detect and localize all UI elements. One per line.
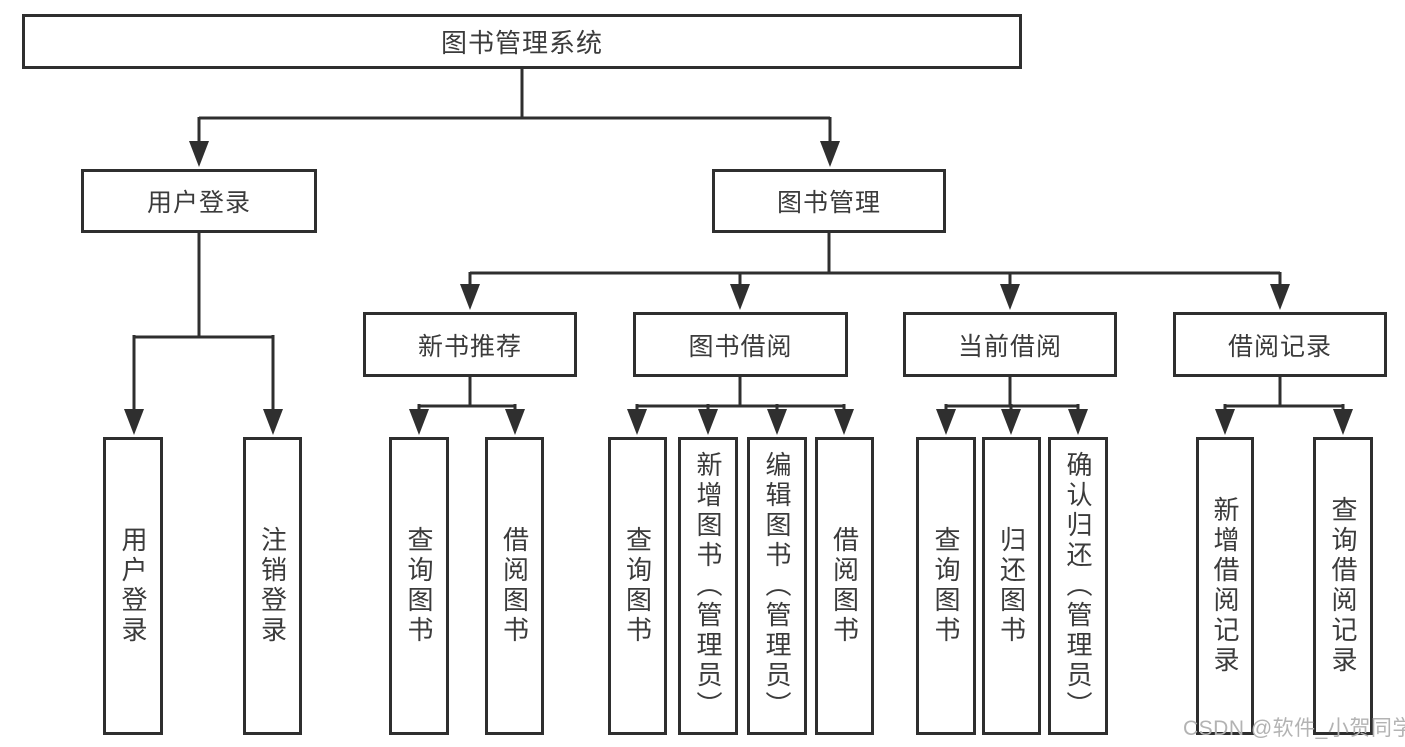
leaf-user-login: 用户登录 (103, 437, 163, 735)
leaf-user-login-label: 用户登录 (118, 526, 148, 646)
leaf-recommend-query-books-label: 查询图书 (404, 526, 434, 646)
leaf-borrow-books: 借阅图书 (815, 437, 874, 735)
node-book-borrow-label: 图书借阅 (688, 332, 793, 361)
arrowheads (124, 141, 1353, 435)
leaf-current-query-books: 查询图书 (916, 437, 976, 735)
leaf-current-query-books-label: 查询图书 (931, 526, 961, 646)
leaf-borrow-books-label: 借阅图书 (829, 526, 860, 646)
leaf-edit-books-admin-label: 编辑图书（管理员） (762, 451, 792, 721)
leaf-recommend-borrow-books-label: 借阅图书 (499, 526, 530, 646)
node-user-login-label: 用户登录 (146, 189, 251, 217)
node-book-management: 图书管理 (712, 169, 946, 233)
node-book-management-label: 图书管理 (776, 189, 881, 217)
leaf-query-borrow-record: 查询借阅记录 (1313, 437, 1373, 735)
leaf-add-borrow-record: 新增借阅记录 (1196, 437, 1254, 735)
node-new-book-recommend-label: 新书推荐 (417, 332, 522, 361)
node-current-borrow: 当前借阅 (903, 312, 1117, 377)
node-current-borrow-label: 当前借阅 (957, 332, 1062, 361)
leaf-recommend-borrow-books: 借阅图书 (485, 437, 544, 735)
node-borrow-records-label: 借阅记录 (1227, 332, 1332, 361)
leaf-logout: 注销登录 (243, 437, 302, 735)
leaf-borrow-query-books-label: 查询图书 (622, 526, 653, 646)
leaf-return-books-label: 归还图书 (996, 526, 1027, 646)
node-user-login: 用户登录 (81, 169, 317, 233)
leaf-confirm-return-admin-label: 确认归还（管理员） (1063, 451, 1093, 721)
root-node-library-system: 图书管理系统 (22, 14, 1022, 69)
leaf-logout-label: 注销登录 (257, 526, 288, 646)
node-borrow-records: 借阅记录 (1173, 312, 1387, 377)
leaf-confirm-return-admin: 确认归还（管理员） (1048, 437, 1108, 735)
leaf-edit-books-admin: 编辑图书（管理员） (747, 437, 807, 735)
leaf-add-borrow-record-label: 新增借阅记录 (1210, 496, 1240, 676)
leaf-query-borrow-record-label: 查询借阅记录 (1328, 496, 1358, 676)
leaf-borrow-query-books: 查询图书 (608, 437, 667, 735)
leaf-return-books: 归还图书 (982, 437, 1041, 735)
leaf-add-books-admin: 新增图书（管理员） (678, 437, 738, 735)
leaf-add-books-admin-label: 新增图书（管理员） (693, 451, 723, 721)
root-node-label: 图书管理系统 (440, 28, 603, 58)
csdn-watermark: CSDN @软件_小贺同学 (1183, 717, 1405, 740)
leaf-recommend-query-books: 查询图书 (389, 437, 449, 735)
node-new-book-recommend: 新书推荐 (363, 312, 577, 377)
node-book-borrow: 图书借阅 (633, 312, 848, 377)
